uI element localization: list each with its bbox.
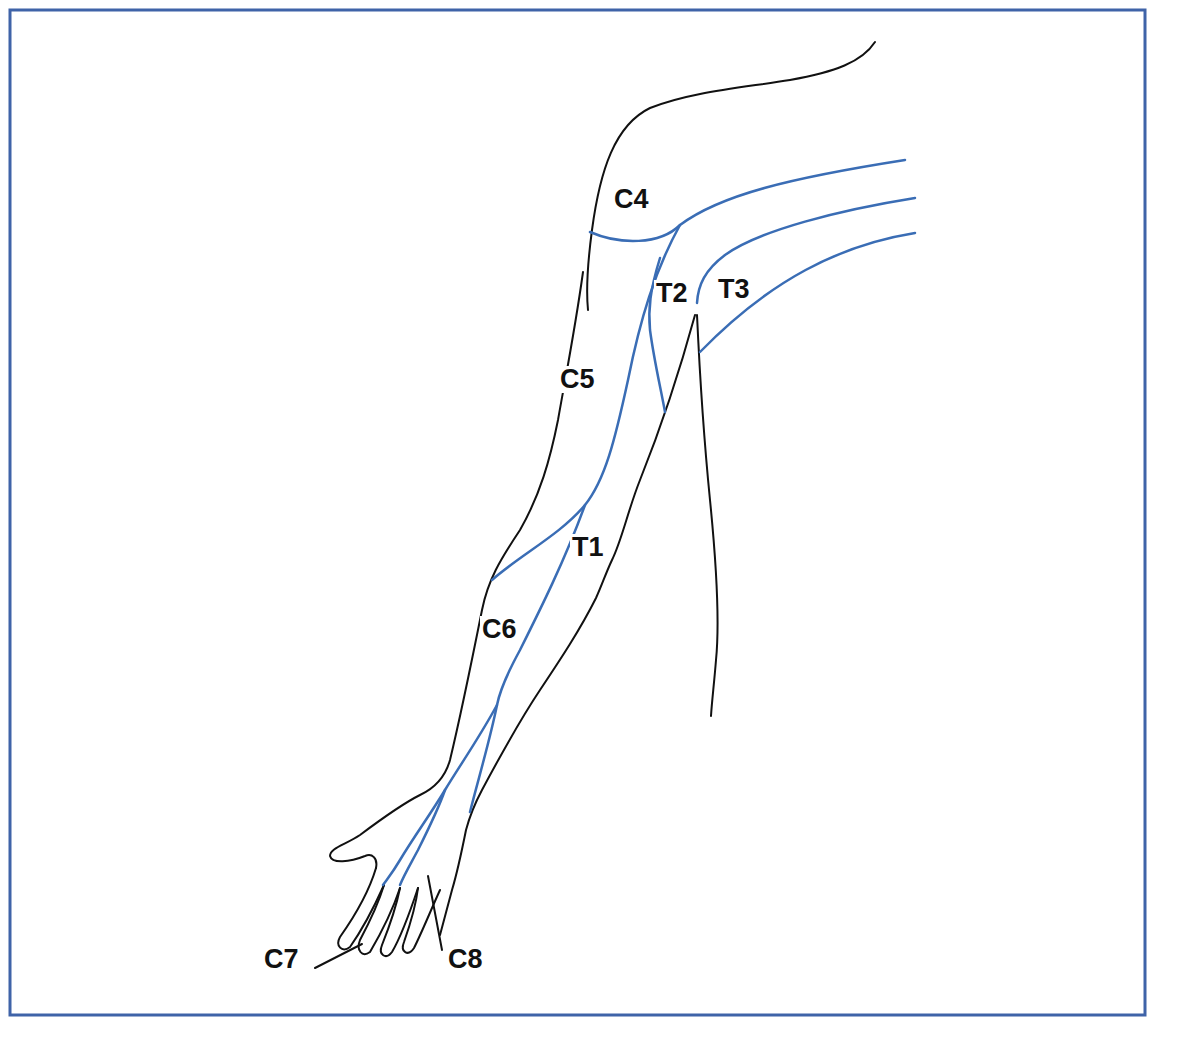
- dermatome-label: C8: [446, 946, 485, 973]
- dermatome-label: C7: [262, 946, 301, 973]
- dermatome-lines: [383, 160, 915, 885]
- dermatome-label: C6: [480, 616, 519, 643]
- frame-border: [10, 10, 1145, 1015]
- dermatome-label: T1: [570, 534, 606, 561]
- dermatome-label: C4: [612, 186, 651, 213]
- dermatome-label: T3: [716, 276, 752, 303]
- dermatome-label: C5: [558, 366, 597, 393]
- dermatome-label: T2: [654, 280, 690, 307]
